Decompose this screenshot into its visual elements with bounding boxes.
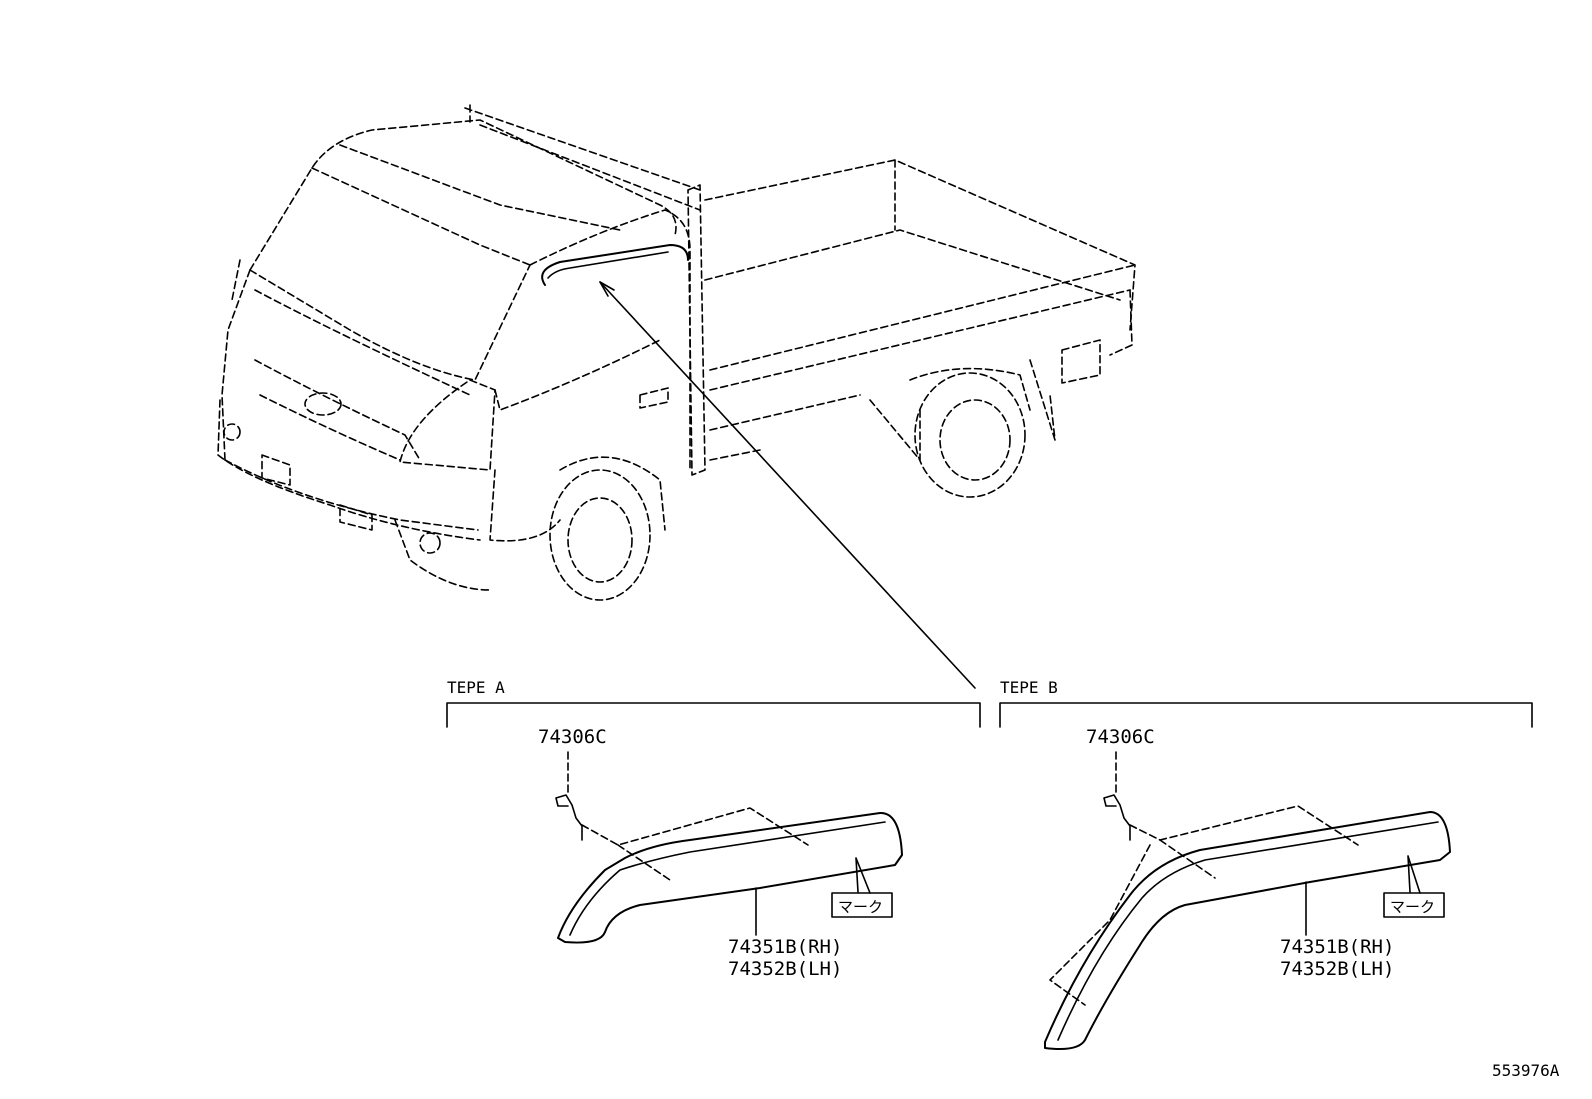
panel-tepe-a: TEPE A 74306C 74351B(RH) 74352B(LH) マーク: [446, 678, 981, 980]
panel-b-bracket: [999, 702, 1533, 728]
panel-a-visor: [557, 811, 903, 944]
panel-a-clip-icon: [555, 794, 583, 841]
panel-a-visor-rh: 74351B(RH): [728, 936, 842, 958]
visor-on-cab: [541, 244, 689, 286]
panel-b-visor-lh: 74352B(LH): [1280, 958, 1394, 980]
panel-a-mark-label: マーク: [838, 898, 883, 916]
panel-b-clip-icon: [1103, 794, 1131, 841]
panel-tepe-b: TEPE B 74306C 74351B(RH) 74352B(LH) マーク: [999, 678, 1533, 1050]
diagram-id: 553976A: [1492, 1061, 1560, 1080]
panel-a-bracket: [446, 702, 981, 728]
panel-b-visor-rh: 74351B(RH): [1280, 936, 1394, 958]
panel-b-visor: [1044, 811, 1451, 1050]
panel-a-title: TEPE A: [447, 678, 505, 697]
panel-a-mark-box: [831, 892, 893, 918]
leader-line: [599, 281, 976, 689]
panel-a-visor-lh: 74352B(LH): [728, 958, 842, 980]
panel-a-clip-part: 74306C: [538, 726, 607, 748]
truck-illustration: [217, 104, 1136, 689]
panel-b-mark-box: [1383, 892, 1445, 918]
panel-b-title: TEPE B: [1000, 678, 1058, 697]
panel-b-mark-label: マーク: [1390, 898, 1435, 916]
panel-b-clip-part: 74306C: [1086, 726, 1155, 748]
